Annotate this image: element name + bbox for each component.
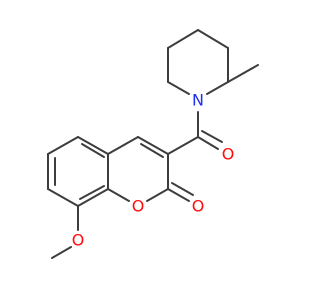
- bond: [197, 29, 229, 49]
- bond: [51, 246, 72, 259]
- bond: [77, 136, 109, 155]
- bond: [107, 188, 130, 202]
- bond: [81, 143, 105, 158]
- atom-label-layer: N O O O O: [72, 91, 235, 250]
- bond: [171, 182, 194, 196]
- structure-drawing: N O O O O: [47, 29, 259, 259]
- bond-layer: [47, 29, 259, 259]
- bond: [167, 136, 199, 155]
- bond: [167, 81, 190, 95]
- ring-oxygen-atom: O: [132, 197, 145, 216]
- bond: [206, 81, 229, 95]
- bond: [47, 188, 79, 207]
- bond: [167, 29, 199, 49]
- bond: [137, 136, 169, 155]
- bond: [77, 188, 109, 207]
- bond: [146, 188, 169, 202]
- bond: [79, 185, 105, 200]
- bond: [140, 143, 164, 158]
- bond: [201, 130, 223, 143]
- bond: [167, 188, 190, 202]
- methoxy-oxygen-atom: O: [72, 231, 85, 250]
- bond: [197, 136, 219, 150]
- bond: [107, 136, 139, 155]
- nitrogen-atom: N: [192, 91, 204, 110]
- bond: [47, 136, 79, 155]
- carbonyl-oxygen-atom: O: [222, 145, 235, 164]
- bond: [227, 64, 259, 83]
- molecule-canvas: N O O O O: [47, 29, 259, 259]
- lactone-oxygen-atom: O: [192, 197, 205, 216]
